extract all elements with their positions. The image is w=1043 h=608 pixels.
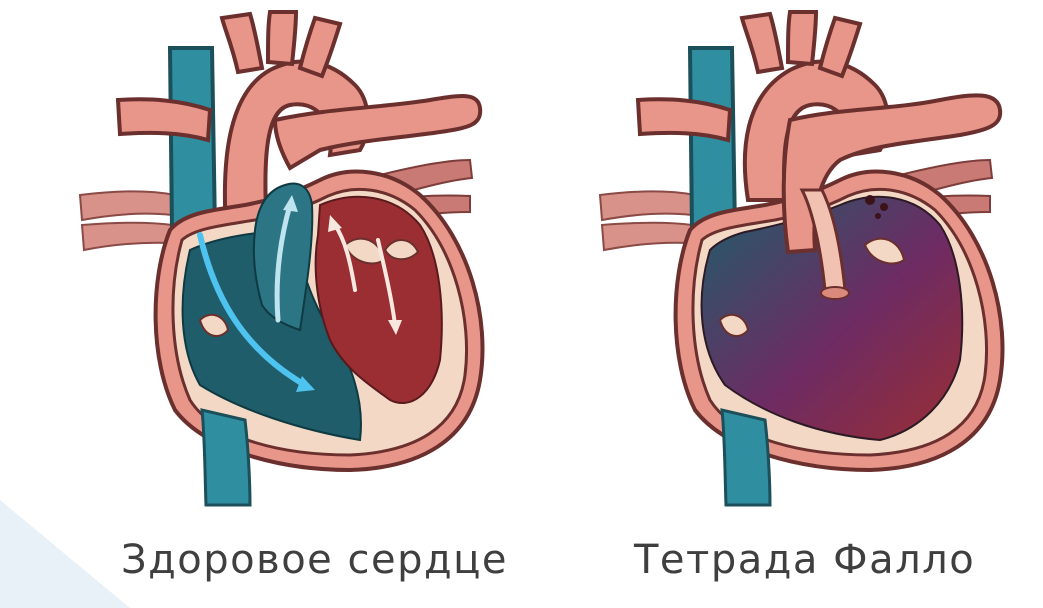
tetralogy-of-fallot-heart-illustration xyxy=(520,0,1040,520)
tetralogy-caption: Тетрада Фалло xyxy=(634,537,976,583)
valve-flaps xyxy=(718,237,906,337)
aortic-branches xyxy=(219,10,343,79)
vena-cava-left-branches xyxy=(598,190,697,252)
vena-cava-left-branches xyxy=(78,190,177,252)
blood-flow-arrow xyxy=(197,195,402,392)
valve-flaps xyxy=(198,237,420,337)
left-pulmonary-branch xyxy=(635,97,733,143)
aortic-branches xyxy=(739,10,863,79)
septal-defect-dots xyxy=(865,195,888,219)
healthy-heart-illustration xyxy=(0,0,520,520)
inferior-vena-cava xyxy=(200,408,252,507)
healthy-heart-caption: Здоровое сердце xyxy=(121,537,508,583)
overriding-aorta xyxy=(781,93,1003,255)
healthy-heart-drawing xyxy=(78,10,485,507)
inferior-vena-cava xyxy=(720,408,772,507)
outflow-opening xyxy=(820,286,850,300)
tetralogy-heart-drawing xyxy=(598,10,1005,507)
right-outflow-tract xyxy=(252,182,314,332)
left-pulmonary-branch xyxy=(115,97,213,143)
pulmonary-artery xyxy=(272,94,483,171)
